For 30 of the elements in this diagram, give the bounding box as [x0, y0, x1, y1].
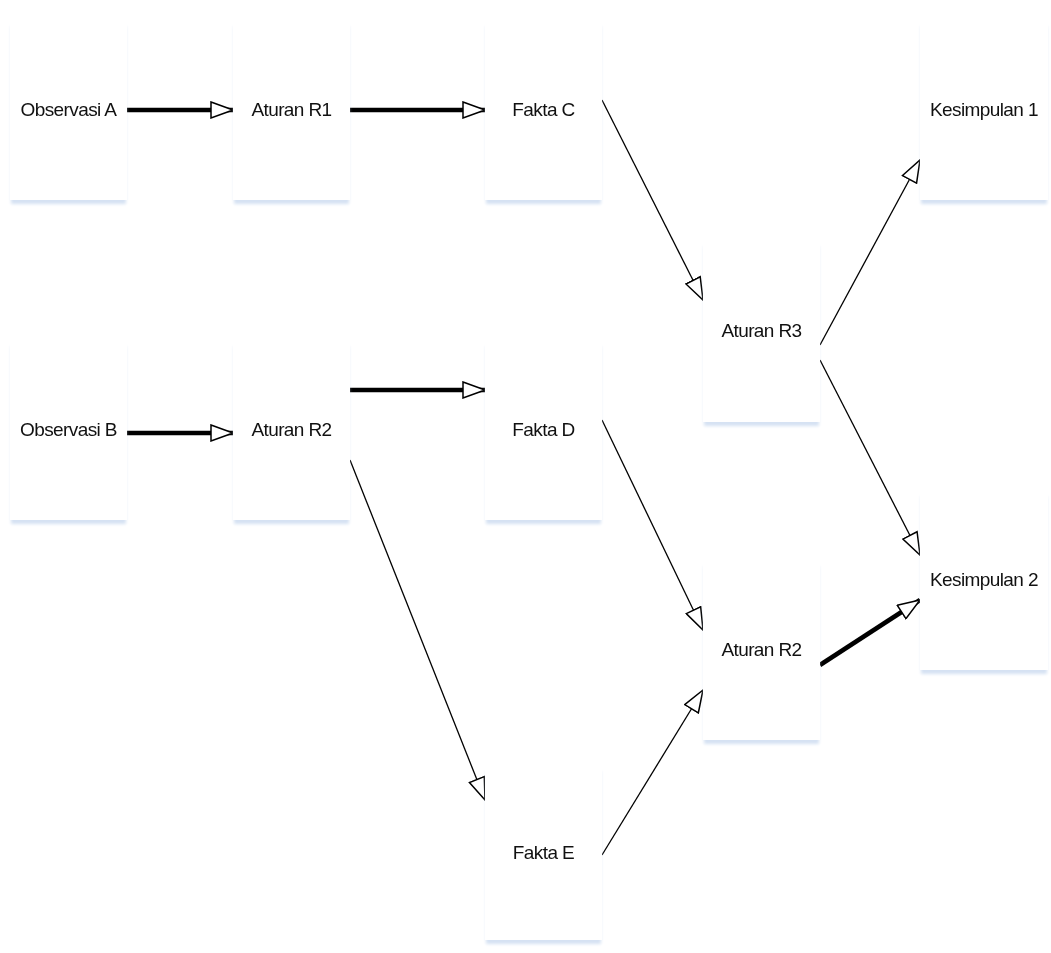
box-label: Aturan R2 [251, 419, 332, 441]
box-label: Kesimpulan 2 [930, 569, 1038, 591]
process-box [233, 20, 350, 200]
arrow [350, 381, 486, 399]
box-label: Fakta E [512, 841, 575, 864]
process-box [703, 560, 820, 740]
box-label: Fakta C [512, 99, 575, 121]
arrow [819, 159, 921, 346]
box-label: Fakta D [512, 419, 575, 441]
box-label: Aturan R1 [251, 99, 332, 121]
arrow [127, 424, 234, 442]
box-label: Observasi A [20, 99, 117, 121]
process-box [485, 340, 602, 520]
process-box [485, 20, 602, 200]
process-box [233, 340, 350, 520]
process-box [10, 20, 127, 200]
process-box [920, 490, 1048, 670]
arrow [127, 101, 234, 119]
process-box [10, 340, 127, 520]
arrow [601, 99, 704, 301]
box-label: Aturan R3 [721, 320, 802, 342]
box-label: Observasi B [20, 419, 117, 441]
process-box [920, 20, 1048, 200]
process-box [703, 240, 820, 422]
arrow [601, 689, 704, 856]
box-label: Kesimpulan 1 [930, 99, 1038, 121]
box-label: Aturan R2 [721, 639, 802, 661]
arrow [819, 359, 921, 556]
arrow [350, 101, 486, 119]
process-box [485, 765, 602, 940]
